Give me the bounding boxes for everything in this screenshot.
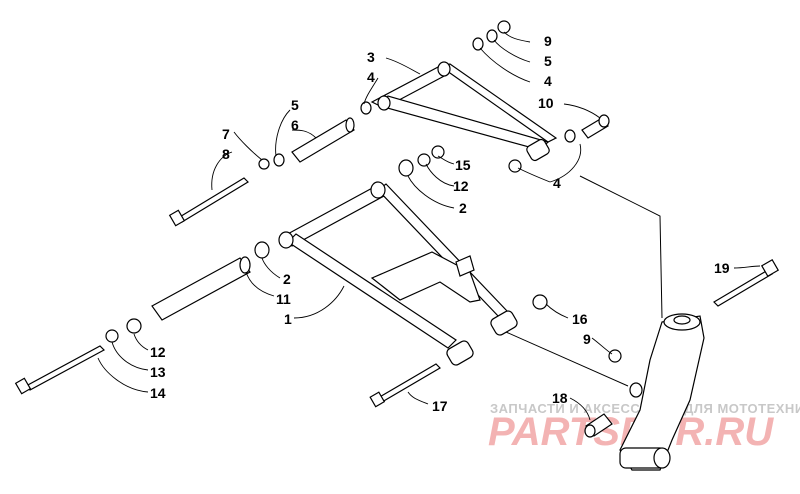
callout-3: 3	[367, 49, 375, 65]
callout-14: 14	[150, 385, 166, 401]
callout-17: 17	[432, 398, 448, 414]
callout-4: 4	[553, 175, 561, 191]
upper-bolt	[168, 177, 249, 227]
spindle-bushing	[584, 413, 613, 438]
callout-9: 9	[544, 33, 552, 49]
callout-12: 12	[453, 178, 469, 194]
callout-15: 15	[455, 157, 471, 173]
lower-pivot-tube	[105, 256, 251, 343]
callout-5: 5	[544, 53, 552, 69]
callout-19: 19	[714, 260, 730, 276]
upper-arm-bushings	[360, 20, 610, 173]
callout-8: 8	[222, 146, 230, 162]
callout-2: 2	[283, 271, 291, 287]
upper-pivot-tube	[258, 117, 355, 170]
shock-bolt	[369, 363, 441, 408]
callout-13: 13	[150, 364, 166, 380]
callout-4: 4	[367, 69, 375, 85]
callout-4: 4	[544, 73, 552, 89]
callouts: 3 4 5 6 7 8 9 5 4 10 4 15 12 2 2 11 1 12…	[150, 33, 730, 414]
callout-10: 10	[538, 95, 554, 111]
spindle	[619, 313, 705, 471]
upper-a-arm	[370, 61, 558, 162]
leader-lines	[97, 31, 761, 421]
callout-16: 16	[572, 311, 588, 327]
spindle-nut	[608, 349, 622, 363]
callout-5: 5	[291, 97, 299, 113]
lower-arm-bushings	[254, 145, 548, 310]
callout-12: 12	[150, 344, 166, 360]
callout-11: 11	[276, 291, 291, 307]
callout-7: 7	[222, 126, 230, 142]
callout-9: 9	[583, 331, 591, 347]
callout-2: 2	[459, 200, 467, 216]
assembly-lines	[505, 175, 663, 387]
spindle-bolt	[713, 258, 780, 307]
callout-6: 6	[291, 117, 299, 133]
lower-a-arm	[278, 181, 518, 366]
callout-1: 1	[284, 311, 292, 327]
callout-18: 18	[552, 390, 568, 406]
lower-bolt	[14, 345, 105, 395]
